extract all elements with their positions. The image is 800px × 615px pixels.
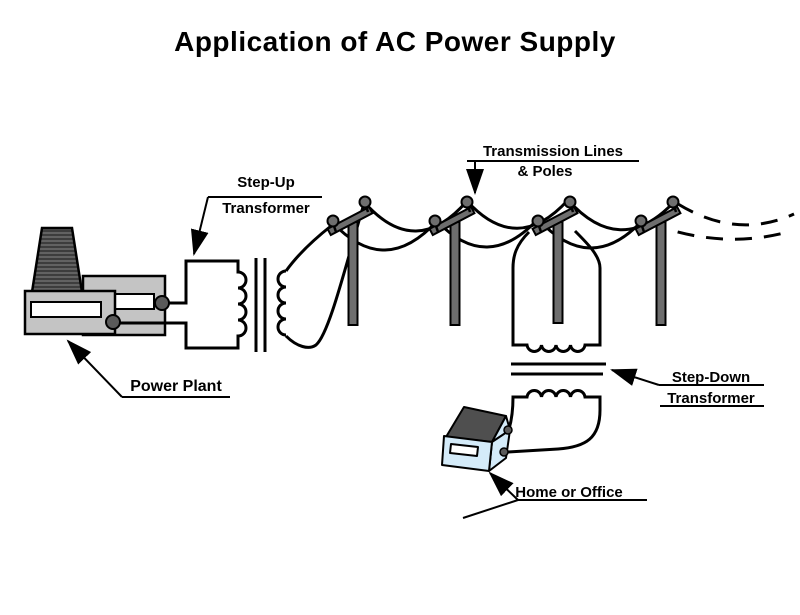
pole-crossarm — [531, 205, 579, 237]
home-leader-tail — [462, 499, 519, 519]
step-down-secondary-winding — [506, 389, 602, 454]
label-step-up-line1: Step-Up — [237, 174, 295, 191]
utility-pole — [634, 195, 682, 326]
insulator-upper — [358, 195, 372, 209]
step-down-transformer — [506, 229, 606, 454]
power-plant-leader-arrow — [66, 339, 123, 398]
insulator-upper — [563, 195, 577, 209]
pole-crossarm — [326, 205, 374, 237]
step-up-secondary-winding — [276, 269, 287, 337]
utility-pole — [531, 195, 579, 324]
plant-window-back — [113, 293, 155, 310]
insulator-lower — [428, 214, 442, 228]
pole-bar — [347, 221, 359, 326]
utility-poles — [326, 195, 682, 326]
house-service-dot-upper — [503, 425, 513, 435]
step-up-transformer — [113, 206, 365, 352]
pole-bar — [655, 221, 667, 326]
label-step-up-line2: Transformer — [222, 200, 310, 217]
page-title: Application of AC Power Supply — [174, 26, 616, 57]
insulator-lower — [634, 214, 648, 228]
utility-pole — [428, 195, 476, 326]
step-down-core — [511, 362, 606, 376]
callouts — [66, 160, 764, 519]
step-down-leader-arrow — [610, 368, 660, 386]
label-transmission-line2: & Poles — [517, 163, 573, 180]
insulator-upper — [460, 195, 474, 209]
step-up-primary-winding — [113, 259, 248, 350]
lower-wire-dashed — [649, 221, 789, 241]
utility-pole — [326, 195, 374, 326]
pole-bar — [552, 221, 564, 324]
house-window — [449, 443, 479, 457]
insulator-lower — [531, 214, 545, 228]
pole-crossarm — [634, 205, 682, 237]
step-down-primary-winding — [511, 229, 602, 353]
pole-crossarm — [428, 205, 476, 237]
power-plant — [23, 226, 167, 337]
label-home-or-office: Home or Office — [515, 484, 623, 501]
wire-secondary-to-pole-upper — [284, 224, 332, 272]
smokestack — [30, 226, 84, 294]
plant-window-front — [30, 301, 102, 318]
upper-wire — [363, 197, 675, 233]
house — [441, 406, 511, 472]
home-leader-arrow — [488, 471, 519, 501]
plant-terminal-lower — [105, 314, 121, 330]
label-step-down-line1: Step-Down — [671, 369, 751, 386]
insulator-lower — [326, 214, 340, 228]
step-up-leader-arrow — [190, 196, 209, 256]
label-step-down-line2: Transformer — [667, 390, 755, 407]
house-service-dot-lower — [499, 447, 509, 457]
transformer-core — [254, 258, 267, 352]
pole-bar — [449, 221, 461, 326]
insulator-upper — [666, 195, 680, 209]
label-transmission-line1: Transmission Lines — [482, 143, 624, 160]
plant-terminal-upper — [154, 295, 170, 311]
label-power-plant: Power Plant — [130, 378, 222, 395]
upper-wire-dashed — [677, 202, 795, 227]
